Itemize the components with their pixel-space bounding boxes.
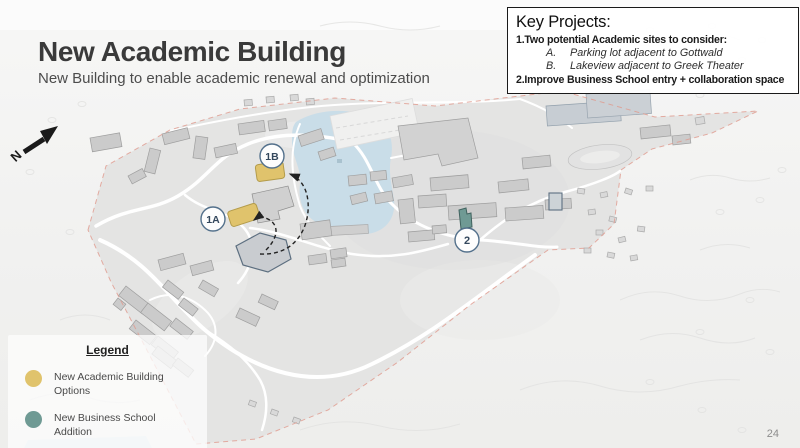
marker-2: 2 xyxy=(454,227,480,253)
key-projects-heading: Key Projects: xyxy=(516,13,611,31)
north-arrow: N xyxy=(8,126,58,165)
legend-item-academic: New Academic Building Options xyxy=(18,370,197,398)
title-block: New Academic Building New Building to en… xyxy=(38,36,430,88)
item-1a-text: Parking lot adjacent to Gottwald xyxy=(570,47,723,59)
legend-label-academic: New Academic Building Options xyxy=(54,371,164,397)
key-projects-item-1: 1.Two potential Academic sites to consid… xyxy=(516,34,727,46)
key-projects-item-2: 2.Improve Business School entry + collab… xyxy=(516,74,785,86)
legend-heading: Legend xyxy=(86,343,129,357)
business-school-building xyxy=(235,232,292,273)
legend-panel: Legend New Academic Building Options New… xyxy=(8,335,207,448)
buildings-layer xyxy=(89,89,706,425)
key-projects-box: Key Projects: 1.Two potential Academic s… xyxy=(507,7,799,94)
north-arrow-head xyxy=(40,126,58,144)
item-1b-letter: B. xyxy=(546,60,557,72)
north-label: N xyxy=(8,147,25,164)
business-addition-swatch xyxy=(25,411,42,429)
item-1a-letter: A. xyxy=(546,47,557,59)
campus-boundary xyxy=(87,90,759,445)
page-number: 24 xyxy=(766,428,779,440)
relocation-arrows xyxy=(252,173,309,255)
marker-1b: 1B xyxy=(259,143,285,169)
page-title: New Academic Building xyxy=(38,36,346,67)
site-markers: 1B 1A 2 xyxy=(200,143,480,253)
marker-2-label: 2 xyxy=(464,235,470,247)
key-projects-item-1b: B. Lakeview adjacent to Greek Theater xyxy=(516,60,790,72)
relocation-arrow-1b xyxy=(259,173,309,255)
legend-label-business: New Business School Addition xyxy=(54,412,156,438)
fields xyxy=(329,98,420,150)
marker-1a: 1A xyxy=(200,206,226,232)
marker-1a-label: 1A xyxy=(206,214,220,226)
marker-1b-label: 1B xyxy=(265,151,279,163)
academic-option-1a-building xyxy=(227,203,261,227)
academic-option-swatch xyxy=(25,370,42,387)
page-subtitle: New Building to enable academic renewal … xyxy=(38,70,430,88)
item-1b-text: Lakeview adjacent to Greek Theater xyxy=(570,60,744,72)
legend-item-business: New Business School Addition xyxy=(18,411,197,439)
key-projects-item-1a: A. Parking lot adjacent to Gottwald xyxy=(516,47,790,59)
highlighted-building-east xyxy=(548,192,563,211)
